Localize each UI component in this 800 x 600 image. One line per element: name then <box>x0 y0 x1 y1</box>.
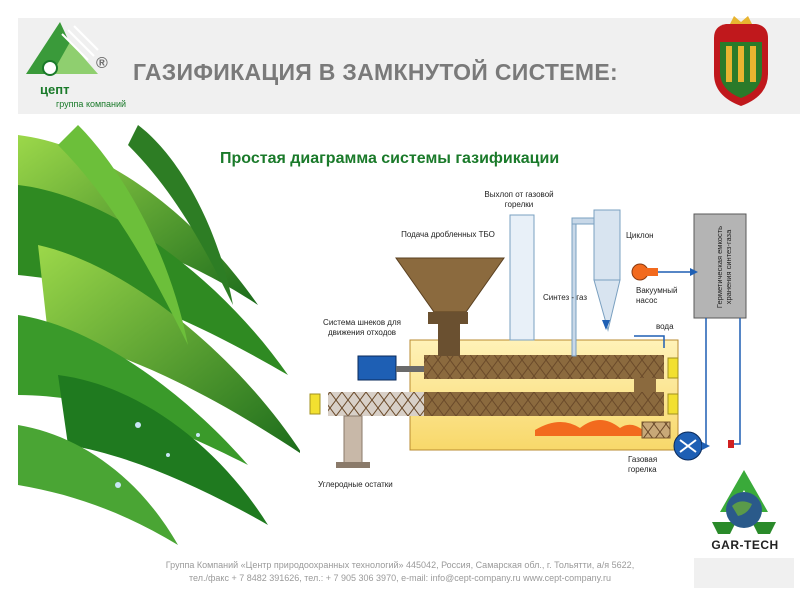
registered-mark: ® <box>96 55 108 72</box>
auger-end-cap <box>309 393 321 415</box>
footer-contacts: тел./факс + 7 8482 391626, тел.: + 7 905… <box>189 573 611 583</box>
label-burner: Газовая горелка <box>628 455 658 474</box>
cyclone <box>593 209 621 281</box>
vacuum-pump-icon <box>631 263 649 281</box>
gar-tech-label: GAR-TECH <box>711 538 779 552</box>
label-vacuum-pump: Вакуумный насос <box>636 286 678 305</box>
burner-flame <box>535 420 645 436</box>
header-band <box>18 18 800 114</box>
footer-address: Группа Компаний «Центр природоохранных т… <box>165 560 635 570</box>
diagram-title: Простая диаграмма системы газификации <box>220 150 560 167</box>
label-exhaust: Выхлоп от газовой горелки <box>484 190 554 209</box>
label-augers: Система шнеков для движения отходов <box>323 318 401 337</box>
page-title: ГАЗИФИКАЦИЯ В ЗАМКНУТОЙ СИСТЕМЕ: <box>133 59 618 85</box>
green-plant-image <box>18 125 303 545</box>
exhaust-stack <box>509 214 535 341</box>
feed-hopper <box>395 257 505 313</box>
regional-emblem-icon <box>714 16 768 106</box>
header <box>0 0 800 120</box>
gar-tech-logo <box>712 470 776 534</box>
corner-band <box>694 558 794 588</box>
carbon-outlet <box>343 415 363 465</box>
label-cyclone: Циклон <box>626 231 654 240</box>
label-syngas: Синтез - газ <box>543 293 588 302</box>
company-logo <box>26 22 99 76</box>
label-feed: Подача дробленных ТБО <box>401 230 495 239</box>
label-water: вода <box>656 322 674 331</box>
label-carbon: Углеродные остатки <box>318 480 393 489</box>
logo-subtitle: группа компаний <box>56 99 127 109</box>
auger-motor <box>357 355 397 381</box>
syngas-storage-tank <box>693 213 747 319</box>
label-storage: Герметическая емкость хранения синтез-га… <box>715 225 733 309</box>
logo-wordmark: цепт <box>40 82 70 97</box>
